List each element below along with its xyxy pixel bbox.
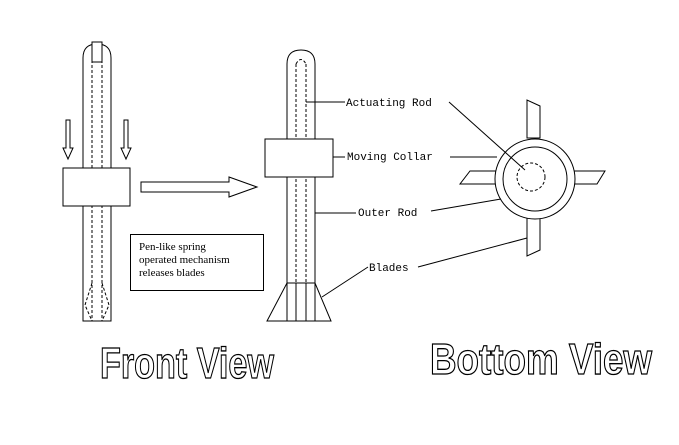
note-line: Pen-like spring (139, 241, 206, 253)
moving-collar (264, 138, 334, 178)
outer-rod-ring (502, 146, 568, 212)
label-moving-collar: Moving Collar (347, 152, 433, 164)
right-arrow-icon (140, 176, 259, 198)
left-rod-tip (91, 41, 103, 63)
label-blades: Blades (369, 263, 409, 275)
actuating-rod-tip (295, 59, 307, 65)
blade-left (458, 170, 500, 185)
label-outer-rod: Outer Rod (358, 208, 417, 220)
middle-assembly (264, 49, 369, 322)
leader-actuating-rod (448, 101, 526, 171)
left-moving-collar (62, 167, 131, 207)
leader-blades (321, 266, 369, 298)
outer-rod (286, 49, 316, 322)
left-assembly (62, 41, 132, 322)
mechanism-note: Pen-like spring operated mechanism relea… (130, 234, 264, 291)
note-line: operated mechanism (139, 254, 230, 266)
down-arrow-icon (62, 119, 74, 161)
blade-right (571, 170, 606, 185)
actuating-rod-dot (516, 162, 546, 192)
note-line: releases blades (139, 267, 205, 279)
label-actuating-rod: Actuating Rod (346, 98, 432, 110)
bottom-view-title: Bottom View (430, 335, 653, 384)
left-folded-blade (101, 282, 110, 322)
blade-top (526, 99, 541, 139)
down-arrow-icon (120, 119, 132, 161)
front-view-title: Front View (100, 339, 275, 388)
left-folded-blade (84, 282, 93, 322)
blade-bottom (526, 217, 541, 257)
leader-outer-rod (430, 198, 502, 212)
leader-blades (417, 237, 528, 268)
blades (266, 282, 332, 322)
bottom-view-assembly (417, 99, 606, 268)
